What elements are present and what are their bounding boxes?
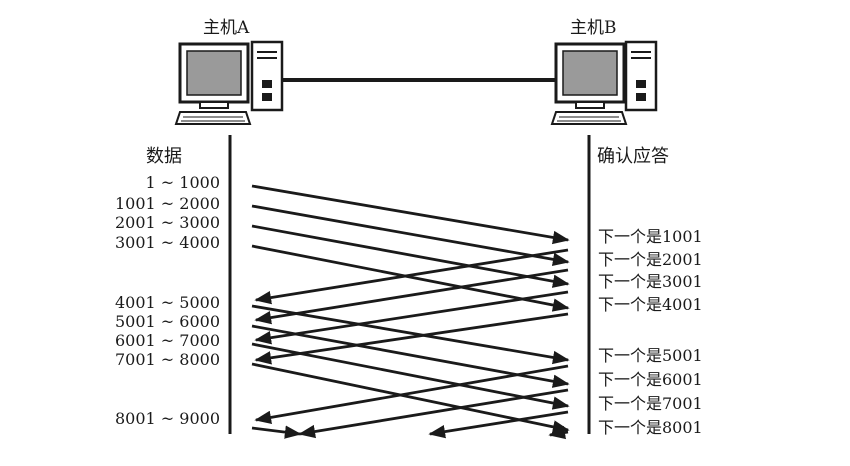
ack-arrow-1 [254,248,569,305]
ack-arrow-6 [298,388,569,439]
ack-column-title: 确认应答 [597,146,669,167]
host-a-label: 主机A [203,18,250,38]
ack-arrow-4 [254,312,569,365]
ack-label: 下一个是4001 [598,295,703,314]
data-segment-label: 4001 ~ 5000 [114,293,220,312]
host-a-computer-icon [174,40,284,125]
ack-label: 下一个是3001 [598,272,703,291]
ack-label: 下一个是1001 [598,227,703,246]
ack-label: 下一个是7001 [598,394,703,413]
data-arrow-2 [251,204,570,266]
ack-arrow-3 [254,290,569,345]
data-segment-label: 1001 ~ 2000 [114,194,220,213]
data-segment-label: 1 ~ 1000 [145,173,220,192]
data-segment-label: 2001 ~ 3000 [114,213,220,232]
host-b-label: 主机B [570,18,617,38]
data-segment-label: 7001 ~ 8000 [114,350,220,369]
ack-label: 下一个是5001 [598,346,703,365]
data-segment-label: 8001 ~ 9000 [114,409,220,428]
ack-arrow-2 [254,268,569,325]
data-column-title: 数据 [146,146,182,167]
host-b-computer-icon [550,40,658,125]
data-arrow-1 [251,184,570,245]
data-segment-label: 5001 ~ 6000 [114,312,220,331]
data-arrow-5 [251,304,570,365]
ack-label: 下一个是2001 [598,250,703,269]
data-segment-label: 3001 ~ 4000 [114,233,220,252]
data-arrow-7 [251,342,570,410]
ack-arrow-5 [254,364,569,425]
ack-label: 下一个是6001 [598,370,703,389]
ack-label: 下一个是8001 [598,418,703,437]
data-arrow-9 [251,425,302,439]
ack-arrow-8 [548,425,569,440]
data-segment-label: 6001 ~ 7000 [114,331,220,350]
ack-arrow-7 [428,410,569,439]
data-arrow-3 [251,224,570,288]
data-arrow-4 [251,244,570,312]
